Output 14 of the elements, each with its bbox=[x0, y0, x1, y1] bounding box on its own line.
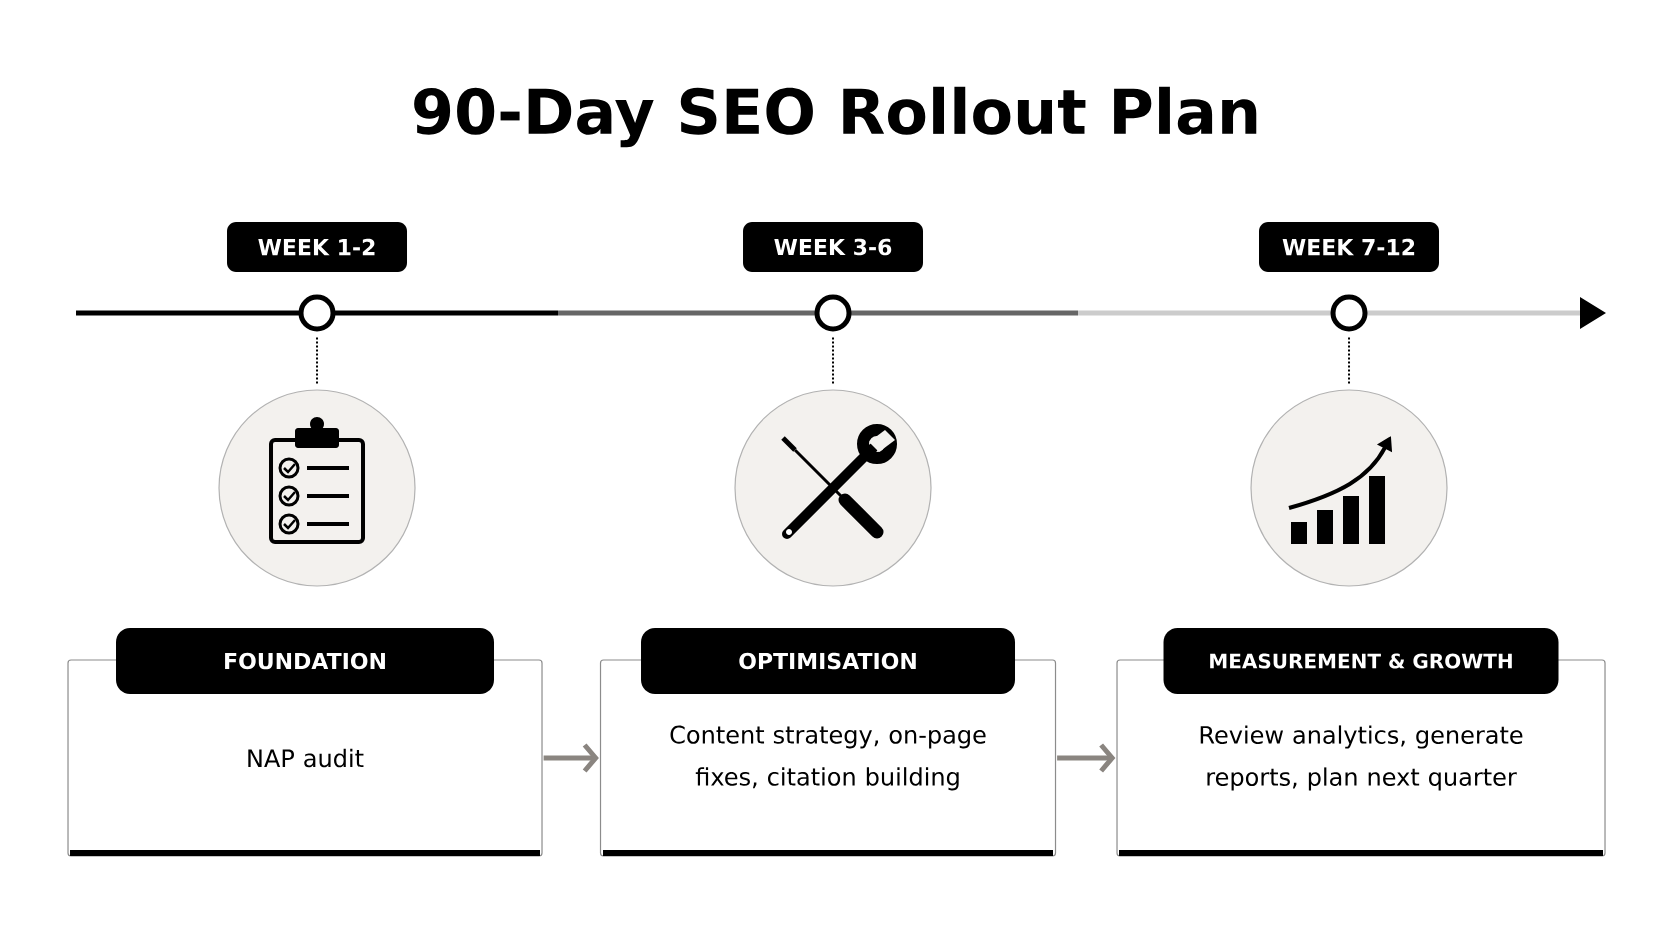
week-badge: WEEK 3-6 bbox=[743, 222, 923, 272]
icon-circle bbox=[218, 389, 416, 587]
icon-circle bbox=[734, 389, 932, 587]
title: 90-Day SEO Rollout Plan bbox=[414, 86, 1257, 148]
milestone-circle bbox=[1330, 294, 1368, 332]
icon-circle bbox=[1250, 389, 1448, 587]
week-badge: WEEK 7-12 bbox=[1259, 222, 1439, 272]
milestone-circle bbox=[298, 294, 336, 332]
milestone-circle bbox=[814, 294, 852, 332]
phase-header: MEASUREMENT & GROWTH bbox=[1163, 628, 1559, 694]
chevron-arrow bbox=[1057, 743, 1116, 773]
phase-header: FOUNDATION bbox=[116, 628, 494, 694]
phase-header: OPTIMISATION bbox=[641, 628, 1015, 694]
week-badge: WEEK 1-2 bbox=[227, 222, 407, 272]
